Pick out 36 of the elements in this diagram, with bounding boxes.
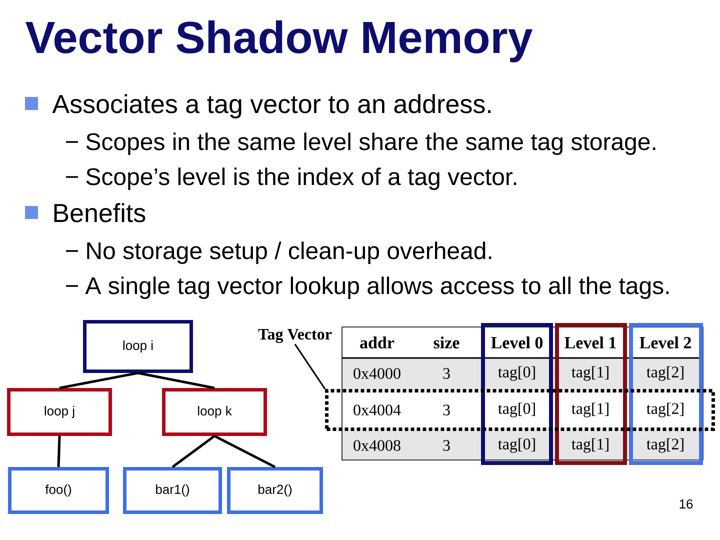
table-cell: 3 — [443, 404, 450, 416]
bullet-text: Scopes in the same level share the same tag storage. — [86, 132, 656, 155]
tree-line — [138, 372, 215, 390]
column-header: size — [434, 336, 460, 348]
bullet-text: Scope’s level is the index of a tag vector. — [86, 168, 516, 190]
table-cell: 0x4008 — [342, 431, 412, 460]
page-number: 16 — [680, 499, 693, 509]
bullet-text: Benefits — [54, 203, 146, 222]
callout-text: Tag Vector — [258, 329, 332, 343]
table-cell: tag[2] — [646, 402, 684, 418]
dotted-frame — [325, 389, 715, 431]
column-header: Level 1 — [564, 336, 616, 348]
title: Vector Shadow Memory — [26, 20, 533, 62]
scope-box: foo() — [8, 467, 109, 514]
table-cell: 3 — [412, 431, 481, 460]
table-cell: 0x4004 — [354, 404, 401, 416]
leader-line — [294, 344, 326, 390]
column-header: Level 0 — [491, 336, 543, 348]
tree-line — [57, 436, 61, 468]
table-cell: 0x4000 — [342, 358, 412, 389]
tree-line — [172, 434, 216, 468]
scope-box: loop i — [83, 320, 193, 373]
column-header: Level 2 — [640, 336, 691, 348]
column-header: addr — [360, 336, 394, 348]
table-cell: tag[0] — [498, 402, 535, 418]
bullet-text: Associates a tag vector to an address. — [52, 94, 491, 118]
bullet-text: No storage setup / clean-up overhead. — [87, 242, 492, 264]
tree-line — [59, 372, 138, 390]
scope-box: bar2() — [227, 467, 323, 514]
scope-box: bar1() — [123, 467, 222, 514]
bullet-text: A single tag vector lookup allows access to all the tags. — [85, 276, 669, 299]
tree-line — [214, 434, 276, 468]
scope-box: loop k — [162, 388, 267, 436]
table-cell: 3 — [412, 358, 481, 389]
scope-box: loop j — [7, 388, 112, 436]
table-cell: tag[1] — [572, 402, 608, 418]
